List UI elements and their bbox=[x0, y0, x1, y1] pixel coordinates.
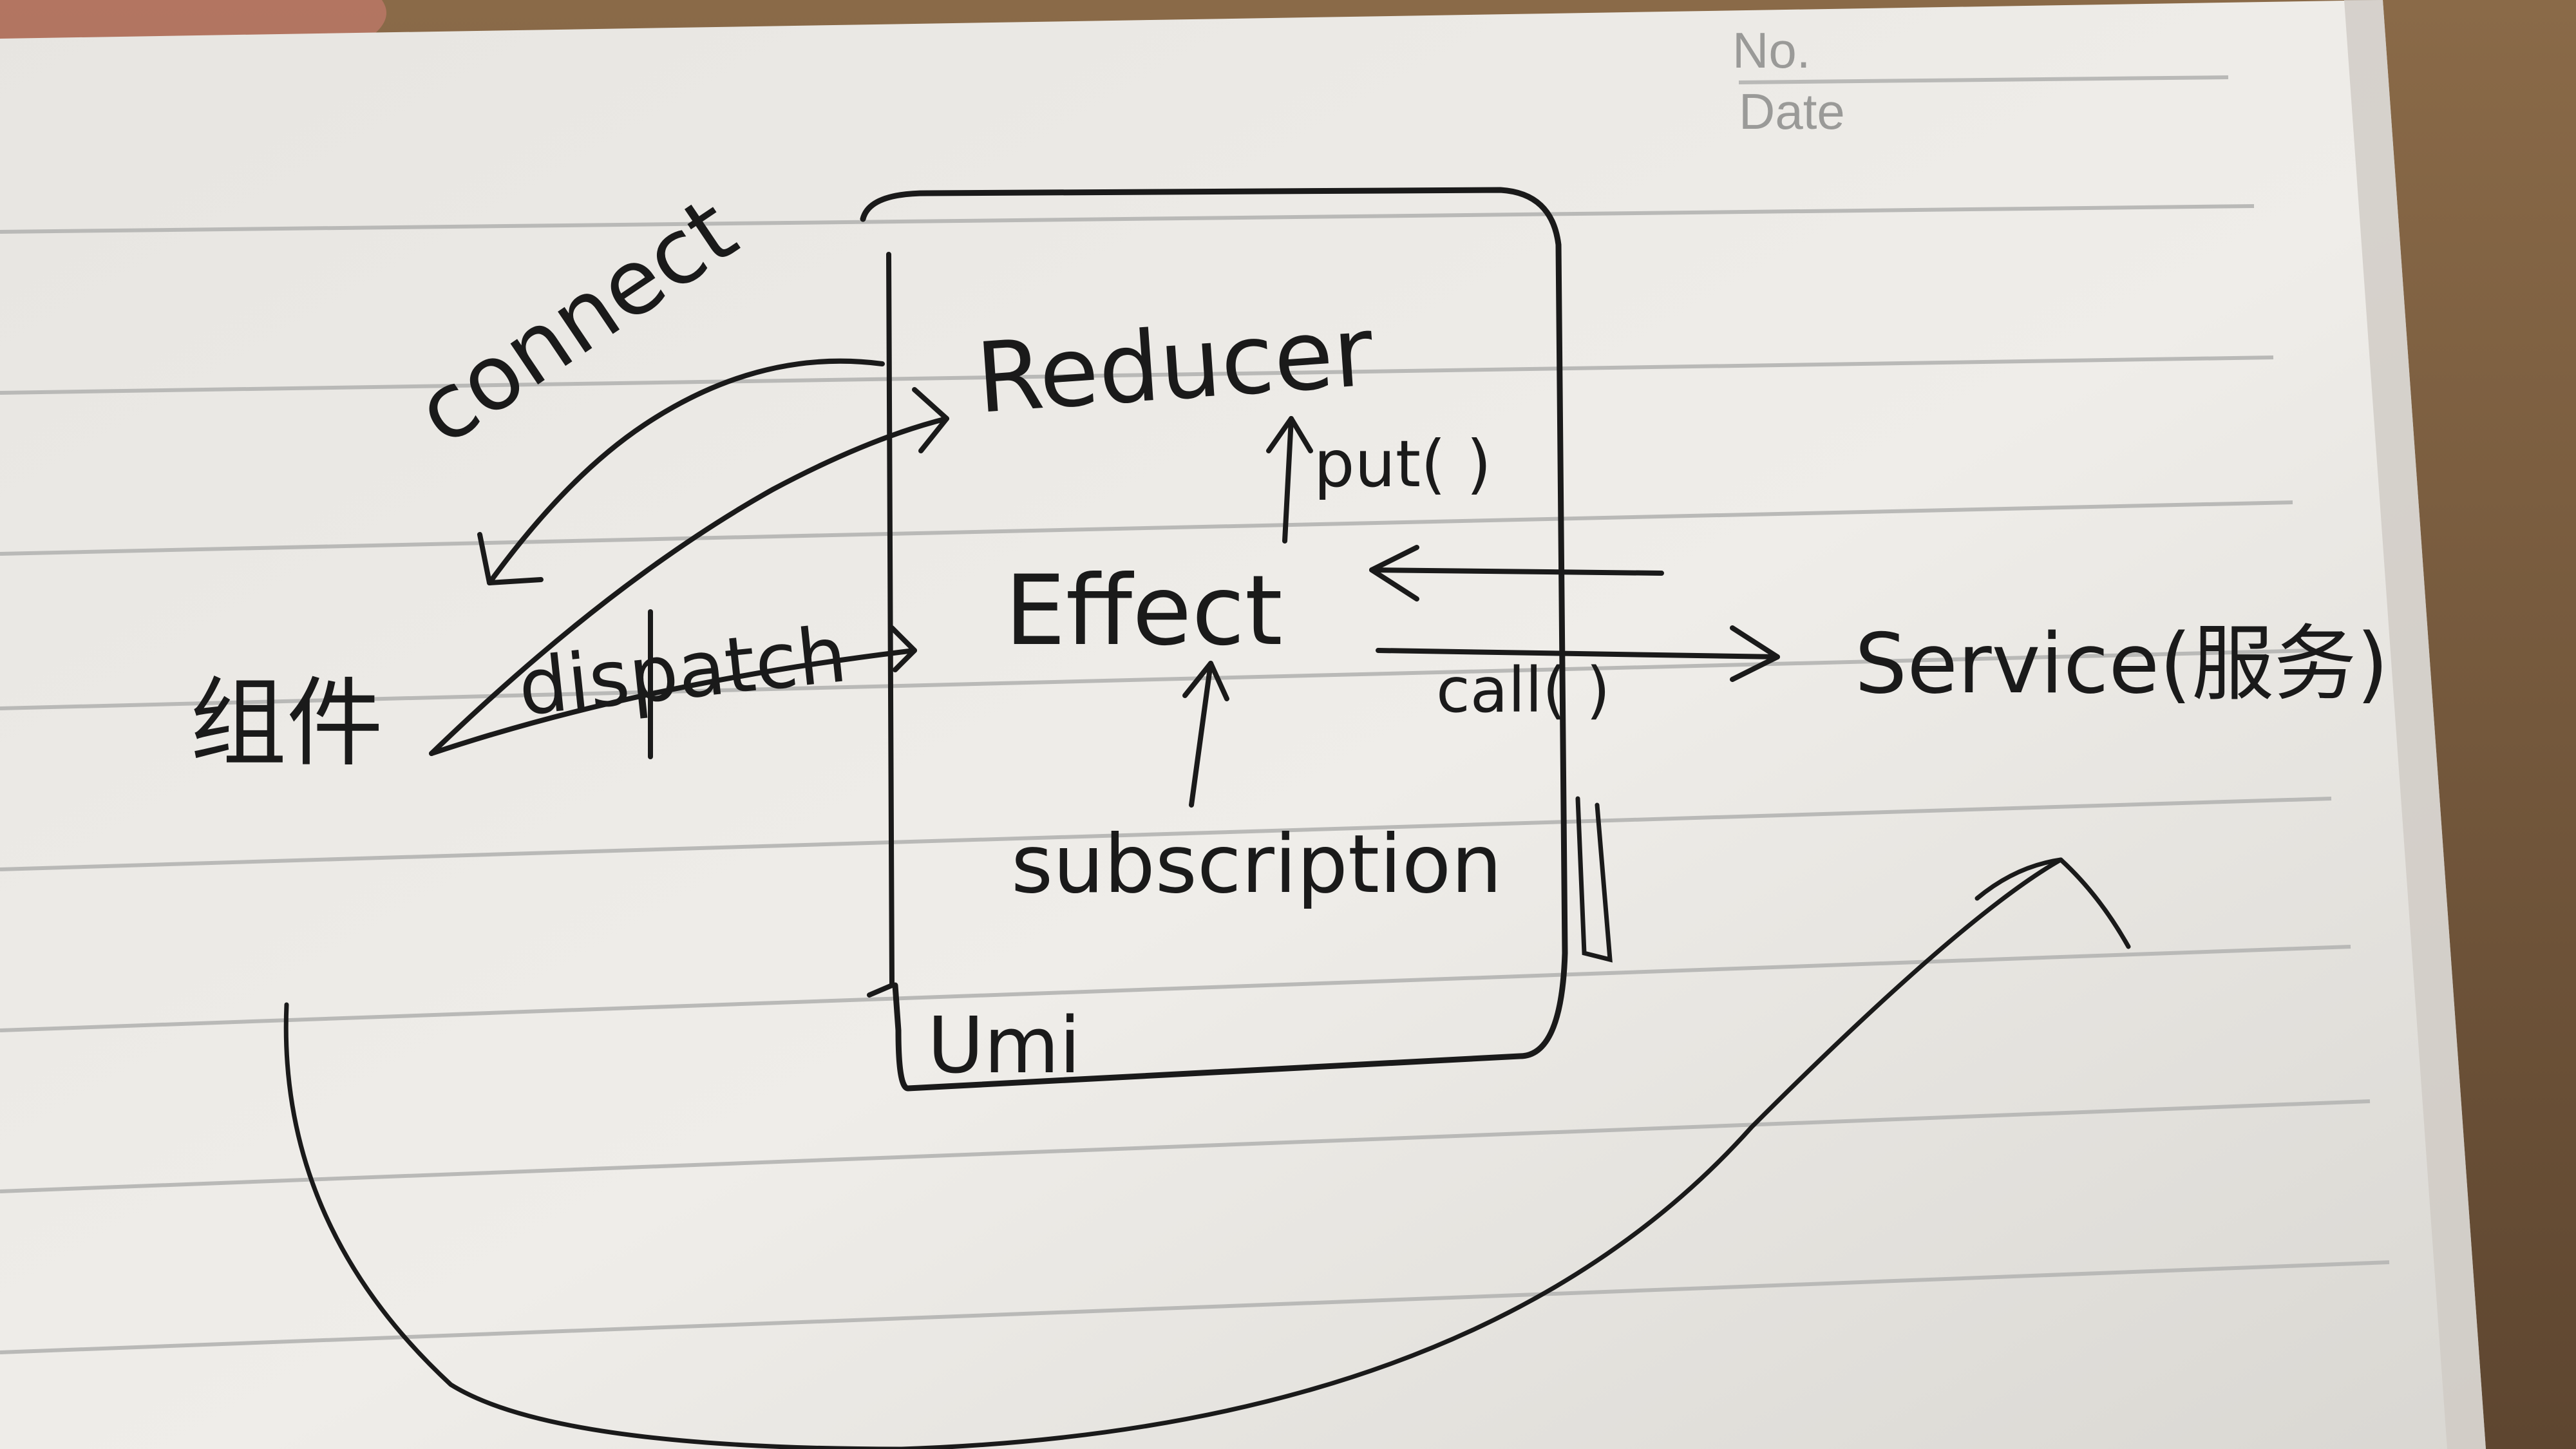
date-label: Date bbox=[1739, 83, 1845, 140]
no-label: No. bbox=[1732, 22, 1810, 79]
effect-node: Effect bbox=[1005, 555, 1283, 667]
subscription-node: subscription bbox=[1011, 818, 1502, 911]
component-node: 组件 bbox=[190, 668, 383, 780]
put-label: put( ) bbox=[1314, 426, 1492, 502]
service-node: Service(服务) bbox=[1855, 616, 2389, 712]
umi-label: Umi bbox=[927, 1001, 1081, 1091]
call-label: call( ) bbox=[1436, 654, 1610, 726]
